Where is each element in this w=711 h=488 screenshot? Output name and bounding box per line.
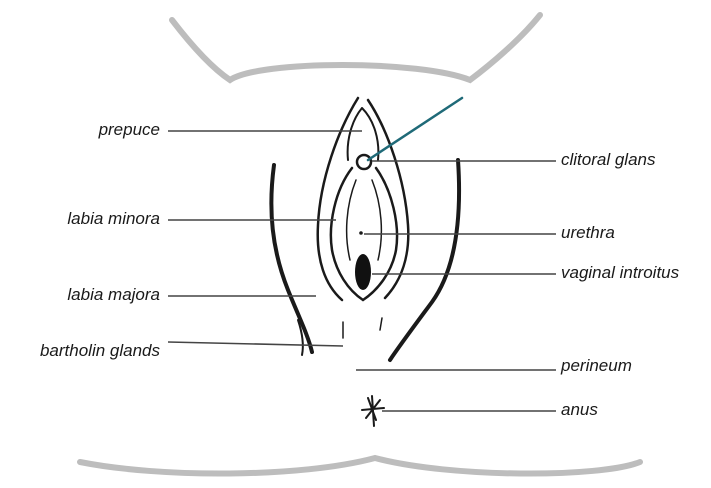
upper-body-outline [172, 15, 540, 80]
urethra-dot [359, 231, 363, 235]
label-perineum: perineum [561, 356, 632, 376]
clitoral-glans-pointer [368, 98, 462, 160]
label-prepuce: prepuce [99, 120, 160, 140]
bartholin-gland-marks [343, 318, 382, 338]
label-anus: anus [561, 400, 598, 420]
label-labia-majora: labia majora [67, 285, 160, 305]
leader-bartholin-glands [168, 342, 343, 346]
label-vaginal-introitus: vaginal introitus [561, 263, 679, 283]
prepuce-hood [348, 108, 379, 160]
anus-shape [362, 396, 384, 426]
vaginal-introitus-shape [355, 254, 371, 290]
right-thigh-outline [390, 160, 459, 360]
left-thigh-outline [271, 165, 312, 352]
label-urethra: urethra [561, 223, 615, 243]
label-labia-minora: labia minora [67, 209, 160, 229]
lower-body-outline [80, 458, 640, 474]
clitoral-glans-shape [357, 155, 371, 169]
label-bartholin-glands: bartholin glands [40, 341, 160, 361]
labia-minora-inner [347, 180, 382, 260]
label-clitoral-glans: clitoral glans [561, 150, 656, 170]
